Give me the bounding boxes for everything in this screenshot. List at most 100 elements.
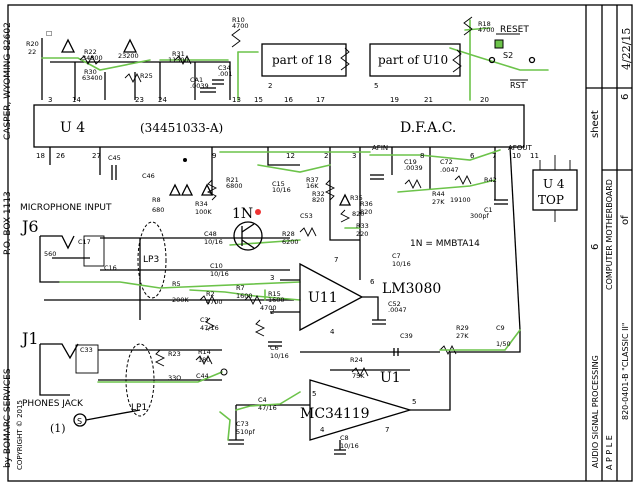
component-label-c53: C53 [300,212,313,220]
svg-text:5: 5 [412,398,416,406]
component-label-c45: C45 [108,154,121,162]
component-label-r44: R44 [432,190,445,198]
component-label-c8v: 10/16 [340,442,359,450]
svg-text:24: 24 [158,96,167,104]
component-label-ca1v: .0039 [190,82,209,90]
svg-text:3: 3 [352,152,356,160]
microphone-input: MICROPHONE INPUT J6 LP3 [20,203,301,320]
afin-label: AFIN [372,144,388,152]
component-label-c91: 19100 [450,196,471,204]
svg-text:6: 6 [470,152,475,160]
svg-text:12: 12 [286,152,295,160]
reset-label: RESET [500,25,529,35]
svg-text:20: 20 [480,96,489,104]
component-label-r44v: 27K [432,198,445,206]
component-label-r33: R33 [356,222,369,230]
top-network: ☐ [41,16,549,101]
component-label-c7: C7 [392,252,401,260]
svg-text:2: 2 [270,308,274,316]
component-label-c44: C44 [196,372,209,380]
component-label-r28: R28 [282,230,295,238]
component-label-r29: R29 [456,324,469,332]
date: 4/22/15 [620,28,633,70]
component-label-c73v: 510pf [236,428,256,436]
svg-text:☐: ☐ [46,30,52,38]
component-label-c1: C1 [484,206,493,214]
component-label-r42: R42 [484,176,497,184]
lp1-label: LP1 [131,403,147,413]
component-label-c6: C6 [270,344,279,352]
phones-jack-label: PHONES JACK [22,399,84,409]
svg-text:27: 27 [92,152,101,160]
component-label-c52: C52 [388,300,401,308]
component-label-r7: R7 [236,284,245,292]
component-label-r10: R10 [232,16,245,24]
mic-input-label: MICROPHONE INPUT [20,203,112,213]
chip-part-of-u10: part of U10 [369,43,462,77]
component-label-r5v: 200K [172,296,189,304]
component-label-r18: R18 [478,20,491,28]
sheet-function: AUDIO SIGNAL PROCESSING [591,355,600,468]
component-label-r34: R34 [195,200,208,208]
lp3-label: LP3 [143,255,159,265]
component-label-c15: C15 [272,180,285,188]
component-label-r14v: 180 [198,356,210,364]
component-label-c9v: 1/50 [496,340,511,348]
copyright-strip: by BOMARC SERVICES P.O. BOX 1113 CASPER,… [3,22,24,470]
component-label-r10v: 4700 [232,22,249,30]
component-label-r31: R31 [172,50,185,58]
component-label-r32v: 820 [312,196,324,204]
of-label: of [620,215,631,225]
component-label-c73: C73 [236,420,249,428]
svg-text:S: S [77,417,82,426]
component-label-r34v: 100K [195,208,212,216]
svg-text:11: 11 [530,152,539,160]
component-label-r28v: 6200 [282,238,299,246]
u11-label: U11 [308,290,338,306]
component-label-c1v: 300pf [470,212,490,220]
svg-text:4: 4 [330,328,335,336]
component-label-c33: C33 [80,346,93,354]
svg-text:14: 14 [72,96,81,104]
svg-text:2: 2 [268,82,272,90]
svg-text:6: 6 [370,278,375,286]
svg-text:18: 18 [36,152,45,160]
component-label-r8: R8 [152,196,161,204]
part18-label: part of 18 [272,53,332,67]
component-label-c6v: 10/16 [270,352,289,360]
component-label-r37v: 16K [306,182,319,190]
svg-text:3: 3 [48,96,52,104]
phones-jack: J1 PHONES JACK LP1 (1) S [20,329,228,435]
component-label-c48v: 10/16 [204,238,223,246]
component-label-r36: R36 [360,200,373,208]
component-label-c16: C16 [104,264,117,272]
part-number: 820-0401-B "CLASSIC II" [621,322,630,420]
component-label-c19: C19 [404,158,417,166]
component-label-ca1: CA1 [190,76,203,84]
svg-text:13: 13 [232,96,241,104]
component-label-r30v: 63400 [82,74,103,82]
component-label-r6v: 4700 [260,304,277,312]
component-label-r15: R15 [268,290,281,298]
component-label-c10: C10 [210,262,223,270]
brand: A P P L E [605,435,614,470]
city: CASPER, WYOMING 82602 [3,22,13,140]
component-label-r22v: 34800 [82,54,103,62]
u4-part: (34451033-A) [140,121,223,135]
amp-u1: U1 MC34119 [219,329,521,455]
component-label-r23bv: 33Ω [168,374,181,382]
component-label-r23b: R23 [168,350,181,358]
svg-text:3: 3 [270,274,274,282]
component-label-r20: R20 [26,40,39,48]
component-label-c8: C8 [340,434,349,442]
chip-u4-dfac: U 4 (34451033-A) D.F.A.C. [33,104,525,148]
component-label-r2v: 4700 [206,298,223,306]
copyright: COPYRIGHT © 2015 [16,400,24,470]
component-label-c15v: 10/16 [272,186,291,194]
sheet-border [7,4,633,482]
svg-text:5: 5 [312,390,316,398]
svg-text:21: 21 [424,96,433,104]
svg-text:7: 7 [334,256,338,264]
